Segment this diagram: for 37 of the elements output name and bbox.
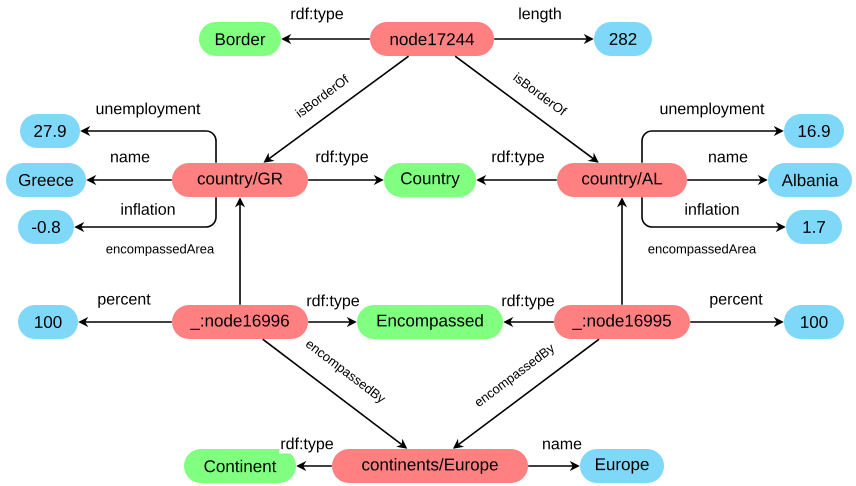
edge-label: encompassedArea: [646, 242, 758, 258]
literal-node: 100: [784, 305, 844, 339]
literal-node: Albania: [768, 163, 852, 197]
class-node: Continent: [184, 449, 296, 483]
literal-node: Europe: [580, 449, 664, 483]
edge-label: name: [109, 152, 152, 164]
edge-label: rdf:type: [279, 436, 335, 454]
literal-node: 1.7: [786, 210, 842, 244]
edge-label: name: [707, 152, 750, 164]
literal-node: 16.9: [784, 114, 844, 148]
edge-label: inflation: [683, 202, 741, 216]
resource-node: node17244: [370, 22, 494, 56]
resource-node: _:node16995: [554, 305, 690, 339]
resource-node: _:node16996: [172, 305, 308, 339]
edge-label: rdf:type: [289, 6, 345, 24]
edge-label: unemployment: [658, 102, 766, 118]
literal-node: 282: [594, 22, 652, 56]
resource-node: country/GR: [172, 163, 308, 197]
literal-node: 27.9: [20, 114, 80, 148]
resource-node: continents/Europe: [332, 449, 528, 483]
edge-label: rdf:type: [500, 294, 556, 310]
class-node: Border: [199, 22, 281, 56]
literal-node: 100: [18, 305, 78, 339]
class-node: Encompassed: [357, 305, 503, 339]
edge-label: inflation: [119, 202, 177, 216]
edge-label: rdf:type: [314, 150, 370, 166]
edge-label: percent: [96, 293, 152, 309]
class-node: Country: [384, 163, 476, 197]
edge-label: rdf:type: [490, 150, 546, 166]
edge-label: encompassedArea: [104, 242, 216, 258]
edge-label: unemployment: [94, 102, 202, 118]
literal-node: Greece: [6, 163, 86, 197]
edge-label: name: [541, 440, 584, 450]
edge-label: percent: [708, 293, 764, 309]
literal-node: -0.8: [18, 210, 74, 244]
resource-node: country/AL: [557, 163, 687, 197]
edge-label: length: [517, 6, 563, 24]
